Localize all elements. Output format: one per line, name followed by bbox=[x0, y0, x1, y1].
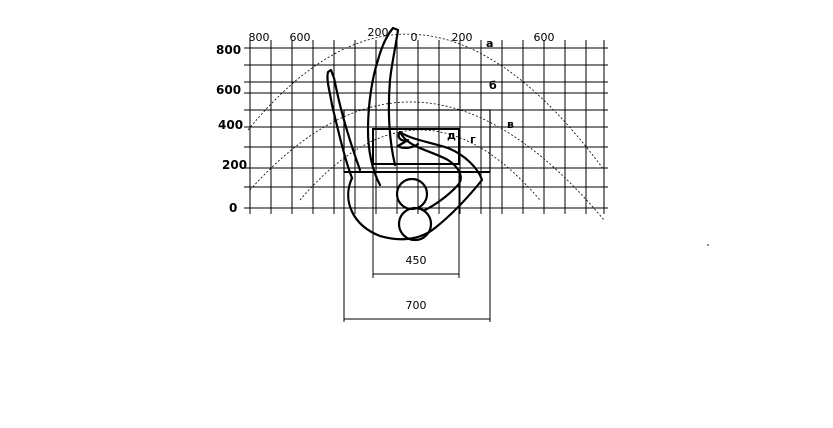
zone-labels: а б в г д bbox=[447, 37, 514, 146]
x-axis-labels: 800 600 200 0 200 600 bbox=[249, 26, 555, 44]
reach-zones bbox=[247, 33, 605, 221]
grid bbox=[244, 40, 608, 214]
dimension-marks: 450 700 bbox=[343, 172, 491, 322]
stray-dot bbox=[707, 244, 709, 246]
y-label-800: 800 bbox=[216, 43, 241, 57]
x-label-600-right: 600 bbox=[534, 31, 555, 44]
torso-outline bbox=[347, 130, 484, 241]
reach-arc-a bbox=[247, 33, 605, 171]
y-axis-labels: 800 600 400 200 0 bbox=[216, 43, 247, 215]
y-label-600: 600 bbox=[216, 83, 241, 97]
zone-label-d: д bbox=[447, 129, 456, 142]
zone-d-rect bbox=[372, 128, 460, 165]
y-label-400: 400 bbox=[218, 118, 243, 132]
zone-label-v: в bbox=[507, 118, 514, 131]
dimension-inner-label: 450 bbox=[406, 254, 427, 267]
x-label-200-left: 200 bbox=[368, 26, 389, 39]
x-label-200-right: 200 bbox=[452, 31, 473, 44]
zone-label-b: б bbox=[489, 79, 497, 92]
right-hand-on-desk bbox=[396, 130, 420, 150]
zone-label-a: а bbox=[486, 37, 493, 50]
y-label-0: 0 bbox=[229, 201, 237, 215]
x-label-0: 0 bbox=[411, 31, 418, 44]
dimension-outer-label: 700 bbox=[406, 299, 427, 312]
work-zones bbox=[343, 109, 491, 173]
x-label-800: 800 bbox=[249, 31, 270, 44]
reach-arc-v bbox=[299, 129, 541, 201]
zone-label-g: г bbox=[470, 133, 476, 146]
left-arm bbox=[326, 68, 362, 180]
x-label-600-left: 600 bbox=[290, 31, 311, 44]
head-lower bbox=[397, 206, 433, 242]
y-label-200: 200 bbox=[222, 158, 247, 172]
operator-figure bbox=[326, 26, 484, 242]
head-upper bbox=[395, 177, 429, 211]
reach-arc-b bbox=[249, 101, 605, 221]
right-arm bbox=[366, 26, 400, 187]
